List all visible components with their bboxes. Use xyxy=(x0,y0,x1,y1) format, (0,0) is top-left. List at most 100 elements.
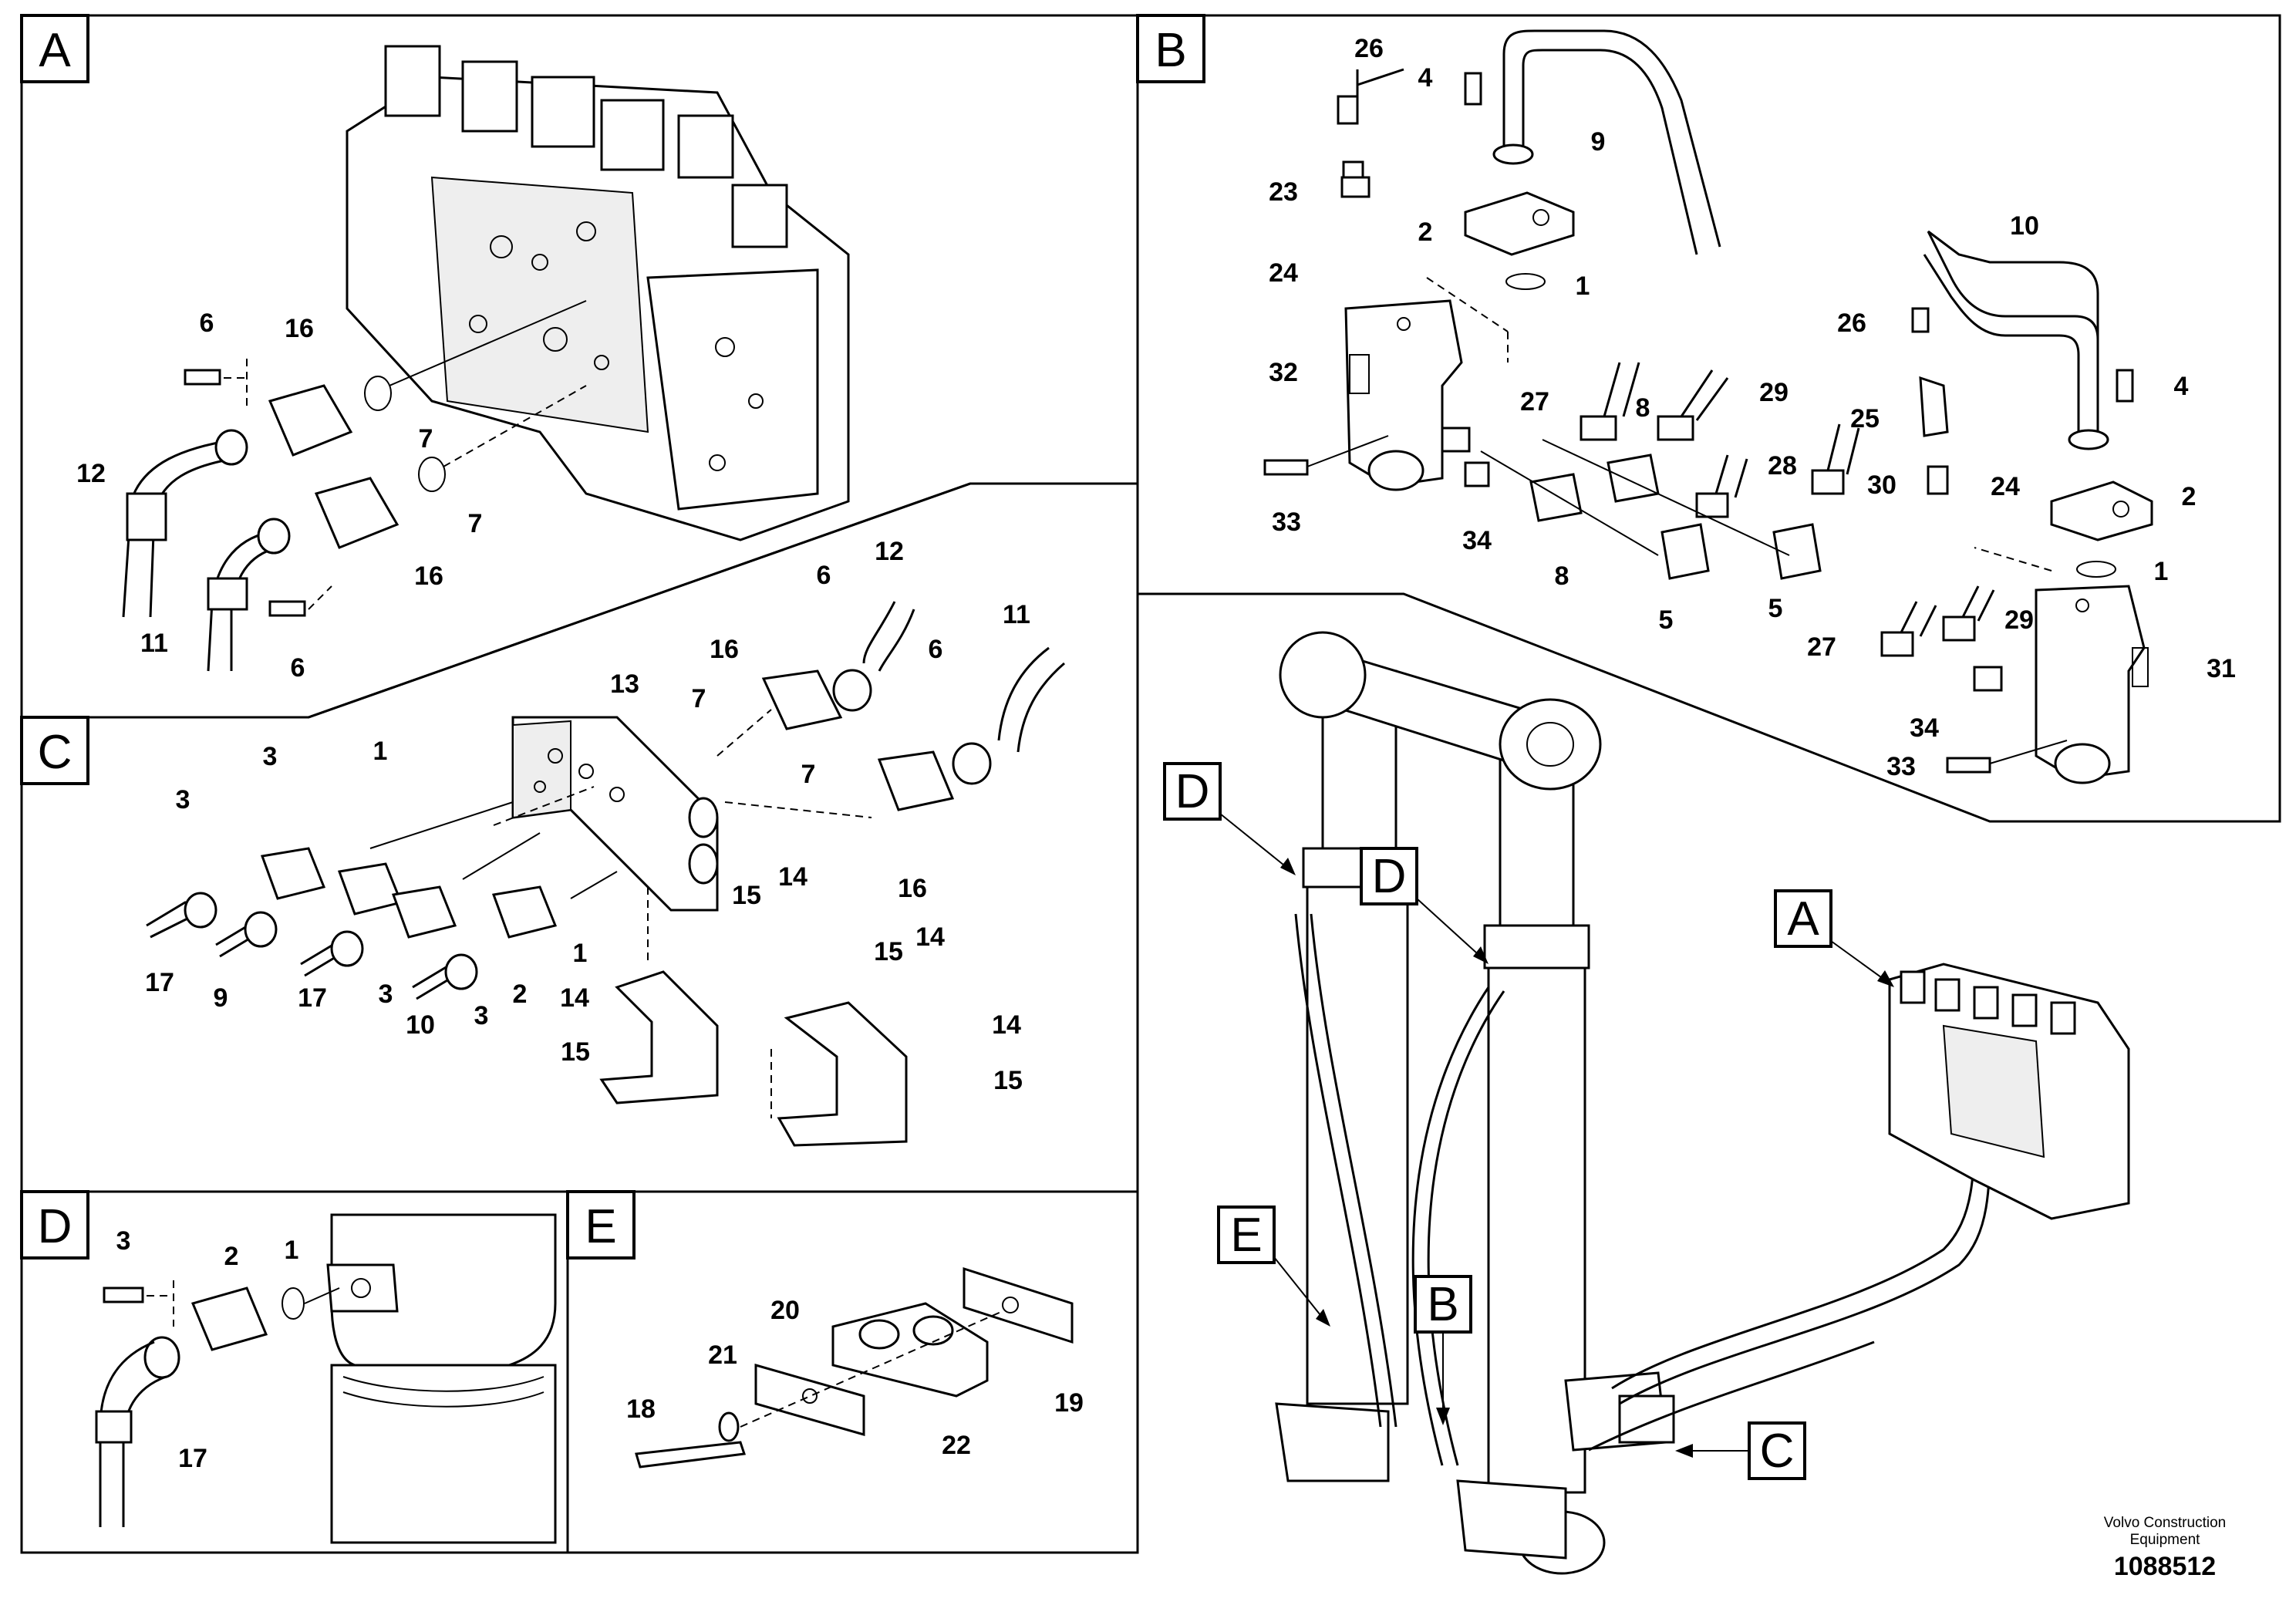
callout-B-24a: 24 xyxy=(1269,258,1298,288)
callout-B-2a: 2 xyxy=(1418,218,1433,247)
callout-B-26a: 26 xyxy=(1354,34,1384,63)
callout-B-8b: 8 xyxy=(1636,393,1650,423)
callout-B-27a: 27 xyxy=(1520,387,1549,416)
callout-C-14a: 14 xyxy=(560,983,589,1013)
callout-B-25: 25 xyxy=(1850,404,1880,433)
callout-B-10: 10 xyxy=(2010,211,2039,241)
callout-C-17a: 17 xyxy=(145,968,174,997)
section-label-C: C xyxy=(20,716,89,785)
callout-B-23: 23 xyxy=(1269,177,1298,207)
callout-C-9: 9 xyxy=(214,983,228,1013)
callout-C-3b: 3 xyxy=(263,742,278,771)
overview-valve-illustration xyxy=(1888,963,2130,1220)
callout-C-16a: 16 xyxy=(710,635,739,664)
panel-B-callouts: 26 4 9 23 2 24 1 32 33 34 8 5 5 27 8 29 … xyxy=(1269,34,2236,781)
callout-C-15b: 15 xyxy=(732,881,761,910)
callout-B-8a: 8 xyxy=(1555,561,1569,591)
callout-B-1b: 1 xyxy=(2154,557,2169,586)
callout-C-12: 12 xyxy=(875,537,904,566)
callout-D-17: 17 xyxy=(178,1444,207,1473)
callout-C-6a: 6 xyxy=(817,561,831,590)
callout-A-7a: 7 xyxy=(419,424,433,454)
overview-label-A: A xyxy=(1774,889,1894,987)
callout-C-1a: 1 xyxy=(373,737,388,766)
callout-C-7b: 7 xyxy=(801,760,816,789)
callout-E-21: 21 xyxy=(708,1340,737,1370)
callout-B-24b: 24 xyxy=(1991,472,2020,501)
callout-C-3c: 3 xyxy=(379,980,393,1009)
callout-C-3d: 3 xyxy=(474,1001,489,1030)
callout-B-32: 32 xyxy=(1269,358,1298,387)
section-label-E: E xyxy=(566,1190,636,1259)
callout-C-3a: 3 xyxy=(176,785,190,814)
svg-text:B: B xyxy=(1427,1278,1458,1331)
callout-B-4a: 4 xyxy=(1418,63,1433,93)
svg-text:E: E xyxy=(1230,1209,1262,1262)
panel-B-drawing xyxy=(1263,29,2153,784)
callout-B-1a: 1 xyxy=(1576,271,1590,301)
callout-C-13: 13 xyxy=(610,669,639,699)
callout-E-18: 18 xyxy=(626,1394,656,1424)
section-label-A: A xyxy=(20,14,89,83)
svg-text:A: A xyxy=(1787,892,1819,946)
overview-label-C: C xyxy=(1675,1421,1806,1480)
callout-C-15c: 15 xyxy=(874,937,903,966)
control-valve-illustration xyxy=(346,45,850,541)
callout-D-2: 2 xyxy=(224,1242,239,1271)
callout-C-11: 11 xyxy=(1003,600,1030,629)
callout-E-20: 20 xyxy=(770,1296,800,1325)
callout-B-34a: 34 xyxy=(1462,526,1492,555)
callout-B-4b: 4 xyxy=(2174,372,2189,401)
svg-text:E: E xyxy=(585,1200,616,1253)
callout-B-33b: 33 xyxy=(1886,752,1916,781)
svg-text:D: D xyxy=(38,1200,72,1253)
panel-E-callouts: 20 21 18 22 19 xyxy=(626,1296,1084,1460)
panel-C-callouts: 3 3 1 13 16 6 12 6 11 7 7 16 17 9 17 3 1… xyxy=(145,537,1030,1095)
callout-B-34b: 34 xyxy=(1910,713,1939,743)
callout-C-15a: 15 xyxy=(561,1037,590,1067)
callout-A-6b: 6 xyxy=(291,653,305,683)
valve-31-illustration xyxy=(2035,585,2149,784)
section-label-D: D xyxy=(20,1190,89,1259)
callout-D-1: 1 xyxy=(285,1236,299,1265)
callout-D-3: 3 xyxy=(116,1226,131,1256)
callout-C-15d: 15 xyxy=(993,1066,1023,1095)
callout-C-10: 10 xyxy=(406,1010,435,1040)
company-line-1: Volvo Construction xyxy=(2104,1515,2226,1531)
callout-C-17b: 17 xyxy=(298,983,327,1013)
callout-A-16a: 16 xyxy=(285,314,314,343)
callout-B-28: 28 xyxy=(1768,451,1797,481)
panel-D-drawing xyxy=(95,1213,557,1544)
callout-B-26b: 26 xyxy=(1837,309,1866,338)
manifold-block-illustration xyxy=(511,716,719,912)
panel-E-drawing xyxy=(635,1266,1074,1469)
svg-text:A: A xyxy=(39,24,71,77)
callout-B-29a: 29 xyxy=(1759,378,1789,407)
callout-B-27b: 27 xyxy=(1807,632,1836,662)
overview-label-D-left: D xyxy=(1163,762,1296,875)
callout-C-2: 2 xyxy=(513,980,528,1009)
callout-C-14d: 14 xyxy=(992,1010,1021,1040)
callout-C-14c: 14 xyxy=(915,922,945,952)
svg-text:C: C xyxy=(1760,1425,1795,1478)
callout-B-29b: 29 xyxy=(2004,605,2034,635)
panel-D-callouts: 3 2 1 17 xyxy=(116,1226,299,1473)
callout-A-7b: 7 xyxy=(468,509,483,538)
callout-A-11: 11 xyxy=(140,629,168,658)
footer-credit: Volvo Construction Equipment 1088512 xyxy=(2104,1515,2226,1581)
callout-B-31: 31 xyxy=(2207,654,2236,683)
overview-assembly-drawing xyxy=(1275,631,2130,1575)
valve-32-illustration xyxy=(1344,299,1463,491)
section-label-B: B xyxy=(1136,14,1205,83)
svg-text:D: D xyxy=(1175,765,1210,818)
svg-text:D: D xyxy=(1372,850,1407,903)
callout-E-22: 22 xyxy=(942,1431,971,1460)
panel-C-drawing xyxy=(146,601,1065,1147)
overview-label-D-right: D xyxy=(1360,847,1489,964)
overview-label-E: E xyxy=(1217,1206,1330,1327)
company-line-2: Equipment xyxy=(2130,1532,2201,1548)
svg-text:B: B xyxy=(1155,24,1186,77)
panel-A-drawing xyxy=(122,45,850,672)
callout-B-5a: 5 xyxy=(1659,605,1674,635)
